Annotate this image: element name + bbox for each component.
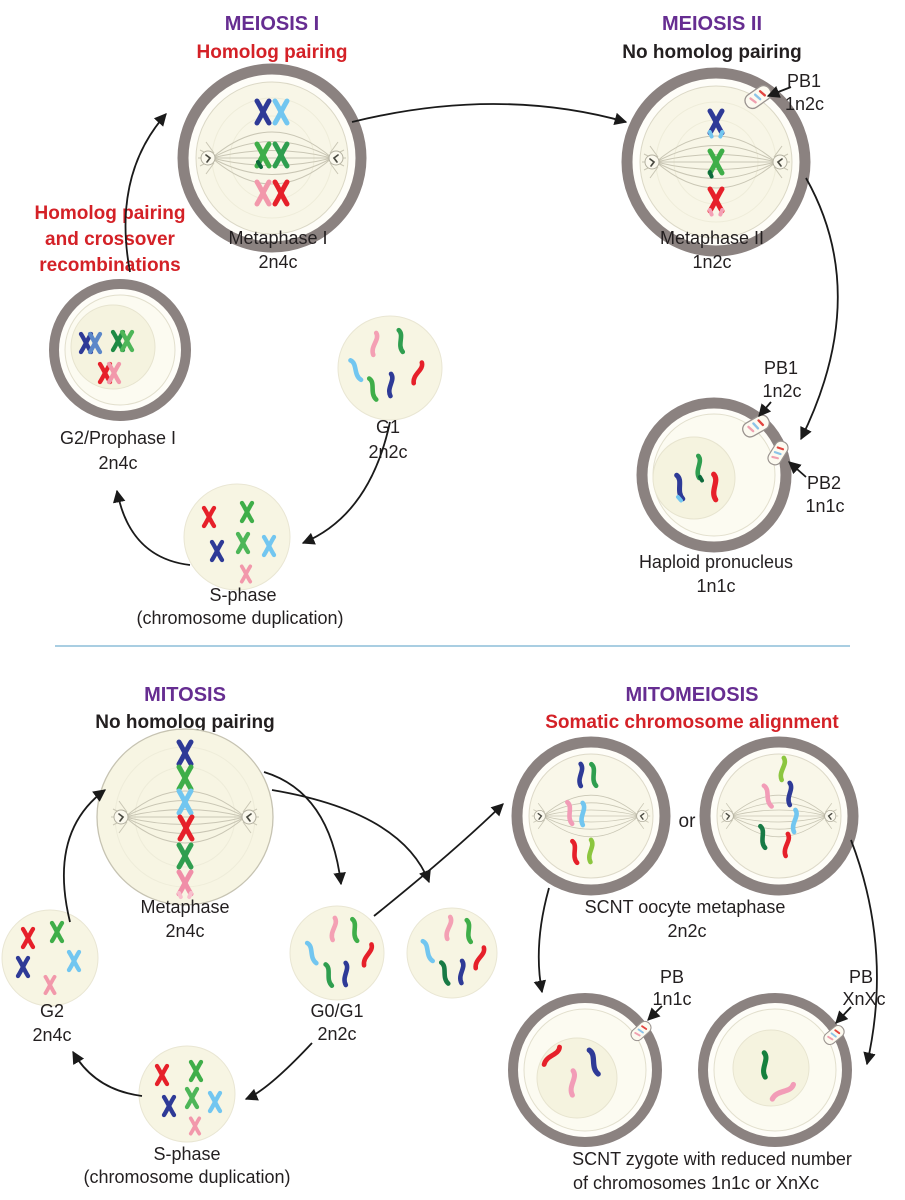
arrow-metaphase1-to-metaphase2 bbox=[351, 103, 628, 125]
scnt-zygote-caption-line1: SCNT zygote with reduced number bbox=[572, 1149, 852, 1169]
g0g1-label: G0/G1 bbox=[310, 1001, 363, 1021]
arrow-pb1-pointer bbox=[766, 86, 792, 98]
crossover-note-line3: recombinations bbox=[39, 255, 180, 276]
chromatid-green bbox=[697, 456, 701, 478]
chromatid-green bbox=[591, 764, 596, 786]
donor-somatic-cell bbox=[406, 907, 498, 999]
arrow-scnt-to-zygote-left bbox=[533, 887, 550, 994]
metaphase2-cell bbox=[621, 67, 811, 257]
pb2-hap-label: PB2 bbox=[807, 473, 841, 493]
mitosis-subtitle: No homolog pairing bbox=[95, 712, 274, 733]
scnt-zygote-right-cell bbox=[698, 993, 852, 1147]
sphase-meiosis-cell bbox=[183, 483, 291, 591]
meiosis1-subtitle: Homolog pairing bbox=[197, 42, 348, 63]
meiosis2-title: MEIOSIS II bbox=[662, 13, 762, 35]
metaphase2-ploidy: 1n2c bbox=[692, 252, 731, 272]
chromatid-red bbox=[713, 474, 717, 499]
meiosis1-title: MEIOSIS I bbox=[225, 13, 319, 35]
scnt-oocyte-ploidy: 2n2c bbox=[667, 921, 706, 941]
pb-right-ploidy: XnXc bbox=[842, 989, 885, 1009]
arrow-sphase-to-g2prophase bbox=[112, 489, 191, 566]
scnt-zygote-left-cell bbox=[508, 993, 662, 1147]
pb1-hap-ploidy: 1n2c bbox=[762, 381, 801, 401]
meiosis2-subtitle: No homolog pairing bbox=[622, 42, 801, 63]
mitomeiosis-subtitle: Somatic chromosome alignment bbox=[545, 712, 839, 733]
arrow-pb2-hap-pointer bbox=[788, 461, 807, 478]
pb2-hap-ploidy: 1n1c bbox=[805, 496, 844, 516]
mitosis-metaphase-ploidy: 2n4c bbox=[165, 921, 204, 941]
arrow-metaphase2-to-haploid bbox=[800, 177, 839, 441]
arrow-pb-right-pointer bbox=[835, 1006, 852, 1024]
chromatid-dark-green bbox=[760, 826, 765, 848]
arrow-metaphase-to-donor bbox=[271, 789, 431, 884]
scnt-zygote-caption-line2: of chromosomes 1n1c or XnXc bbox=[573, 1173, 819, 1193]
metaphase1-ploidy: 2n4c bbox=[258, 252, 297, 272]
sphase-mitosis-note: (chromosome duplication) bbox=[83, 1167, 290, 1187]
arrow-scnt-to-zygote-right bbox=[850, 839, 878, 1066]
chromatid-red bbox=[572, 841, 577, 863]
arrow-g2prophase-to-metaphase1 bbox=[124, 113, 167, 273]
pb-right-label: PB bbox=[849, 967, 873, 987]
metaphase1-cell bbox=[177, 63, 367, 253]
haploid-pronucleus-cell bbox=[636, 397, 792, 553]
arrow-somatic-to-scnt bbox=[373, 803, 504, 917]
or-label: or bbox=[679, 811, 697, 832]
g2-prophase1-cell bbox=[49, 279, 191, 421]
pb1-label: PB1 bbox=[787, 71, 821, 91]
scnt-oocyte-aligned-cell bbox=[511, 736, 671, 896]
chromatid-green bbox=[399, 330, 403, 352]
mitomeiosis-title: MITOMEIOSIS bbox=[626, 684, 759, 706]
arrow-sphase-to-g2 bbox=[72, 1050, 143, 1097]
g2-prophase1-label: G2/Prophase I bbox=[60, 428, 176, 448]
sphase-meiosis-note: (chromosome duplication) bbox=[136, 608, 343, 628]
g2-label: G2 bbox=[40, 1001, 64, 1021]
haploid-ploidy: 1n1c bbox=[696, 576, 735, 596]
g0g1-cell bbox=[289, 905, 385, 1001]
g2-prophase1-ploidy: 2n4c bbox=[98, 453, 137, 473]
pb1-hap-label: PB1 bbox=[764, 358, 798, 378]
metaphase1-label: Metaphase I bbox=[228, 228, 327, 248]
arrow-g0g1-to-sphase bbox=[244, 1042, 313, 1101]
arrow-pb-left-pointer bbox=[647, 1005, 663, 1021]
chromatid-green bbox=[467, 920, 471, 942]
g1-ploidy: 2n2c bbox=[368, 442, 407, 462]
g2-ploidy: 2n4c bbox=[32, 1025, 71, 1045]
pb-left-label: PB bbox=[660, 967, 684, 987]
chromatid-dark-green bbox=[763, 1053, 767, 1077]
haploid-label: Haploid pronucleus bbox=[639, 552, 793, 572]
mitosis-title: MITOSIS bbox=[144, 684, 226, 706]
g0g1-ploidy: 2n2c bbox=[317, 1024, 356, 1044]
mitosis-metaphase-label: Metaphase bbox=[140, 897, 229, 917]
mitosis-metaphase-cell bbox=[96, 728, 274, 906]
metaphase2-label: Metaphase II bbox=[660, 228, 764, 248]
arrow-g2-to-metaphase bbox=[63, 789, 107, 923]
chromatid-green bbox=[352, 919, 357, 941]
pb1-ploidy: 1n2c bbox=[785, 94, 824, 114]
sphase-mitosis-cell bbox=[138, 1045, 236, 1143]
chromatid-pink bbox=[567, 802, 572, 824]
crossover-note-line2: and crossover bbox=[45, 229, 175, 250]
arrow-pb1-hap-pointer bbox=[758, 401, 772, 417]
sphase-meiosis-label: S-phase bbox=[209, 585, 276, 605]
scnt-oocyte-scattered-cell bbox=[699, 736, 859, 896]
sphase-mitosis-label: S-phase bbox=[153, 1144, 220, 1164]
arrow-metaphase-to-g0g1 bbox=[263, 771, 346, 886]
pb-left-ploidy: 1n1c bbox=[652, 989, 691, 1009]
g1-cell bbox=[337, 315, 443, 421]
crossover-note-line1: Homolog pairing bbox=[35, 203, 186, 224]
scnt-oocyte-label: SCNT oocyte metaphase bbox=[585, 897, 786, 917]
g2-cell bbox=[1, 909, 99, 1007]
arrow-g1-to-sphase bbox=[301, 421, 391, 545]
